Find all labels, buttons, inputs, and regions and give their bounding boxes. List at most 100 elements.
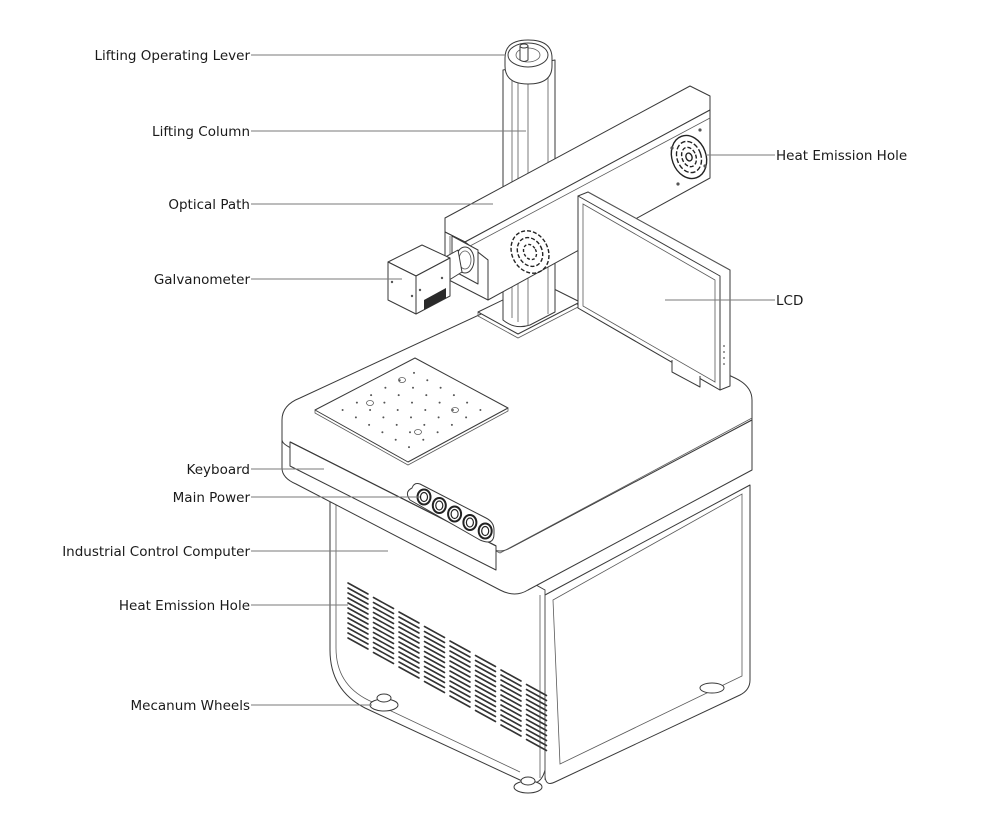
plate-hole	[437, 416, 440, 419]
plate-hole	[382, 416, 385, 419]
vent-slat	[474, 709, 497, 723]
vent-slat	[474, 664, 497, 678]
vent-slat	[372, 631, 395, 645]
vent-slat	[398, 666, 420, 679]
plate-hole	[368, 423, 371, 426]
plate-locating-hole	[398, 377, 406, 383]
vent-slat	[372, 606, 395, 620]
vent-slat	[423, 680, 446, 694]
vent-slat	[347, 637, 369, 650]
vent-slat	[398, 641, 420, 654]
honeycomb-work-plate	[314, 357, 509, 466]
plate-locating-hole	[451, 407, 459, 413]
vent-slat	[474, 669, 497, 683]
leader-lines	[251, 54, 775, 706]
plate-hole	[411, 401, 413, 404]
vent-slat	[372, 611, 395, 625]
vent-slat	[372, 601, 395, 615]
label-heat-emission-hole-lower: Heat Emission Hole	[119, 598, 250, 614]
vent-slat	[423, 670, 446, 684]
label-lifting-column: Lifting Column	[152, 124, 250, 140]
plate-hole	[394, 438, 397, 441]
vent-slat	[525, 723, 548, 737]
label-lifting-operating-lever: Lifting Operating Lever	[95, 48, 251, 64]
power-button	[447, 505, 463, 523]
plate-hole	[410, 416, 412, 419]
vent-slat	[500, 689, 522, 702]
optical-path-fan-icon	[510, 230, 550, 274]
label-keyboard: Keyboard	[187, 462, 250, 478]
vent-slat	[449, 645, 471, 658]
vent-slat	[347, 612, 369, 625]
vent-slat	[449, 640, 471, 653]
lifting-operating-lever	[504, 39, 553, 85]
work-table	[281, 291, 753, 595]
vent-slat	[372, 636, 395, 650]
plate-hole	[413, 371, 415, 374]
plate-hole	[426, 379, 429, 382]
vent-slat	[474, 679, 497, 693]
vent-slat	[398, 646, 420, 659]
vent-slat	[449, 690, 471, 703]
vent-slat	[500, 674, 522, 687]
vent-slat	[525, 738, 548, 752]
vent-slat	[347, 622, 369, 635]
vent-slat	[525, 693, 548, 707]
plate-hole	[438, 401, 441, 404]
vent-slat	[347, 582, 369, 595]
vent-slat	[525, 698, 548, 712]
vent-slat	[423, 650, 446, 664]
galvanometer	[387, 244, 451, 315]
plate-hole	[436, 431, 439, 434]
vent-slat	[474, 674, 497, 688]
vent-slat	[500, 714, 522, 727]
label-main-power: Main Power	[173, 490, 251, 506]
plate-hole	[381, 431, 384, 434]
vent-slat	[423, 675, 446, 689]
plate-hole	[355, 401, 358, 404]
vent-slat	[525, 733, 548, 747]
vent-slat	[398, 631, 420, 644]
vent-slat	[398, 621, 420, 634]
vent-slat	[449, 655, 471, 668]
vent-slat	[398, 636, 420, 649]
vent-slat	[474, 684, 497, 698]
vent-slat	[347, 632, 369, 645]
plate-hole	[370, 394, 373, 397]
vent-slat	[449, 695, 471, 708]
vent-slat	[347, 617, 369, 630]
plate-hole	[408, 446, 410, 449]
plate-hole	[398, 379, 401, 382]
plate-hole	[423, 423, 426, 426]
main-power-buttons	[416, 488, 493, 540]
vent-slat	[372, 651, 395, 665]
plate-hole	[341, 409, 344, 411]
vent-slat	[500, 724, 522, 737]
vent-slat	[474, 654, 497, 668]
vent-slat	[347, 607, 369, 620]
plate-locating-hole	[366, 400, 374, 406]
label-mecanum-wheels: Mecanum Wheels	[130, 698, 250, 714]
plate-hole	[409, 431, 411, 434]
vent-slat	[500, 704, 522, 717]
vent-slat	[449, 680, 471, 693]
vent-slat	[347, 597, 369, 610]
vent-slat	[525, 683, 548, 697]
plate-hole	[397, 394, 400, 397]
vent-slat	[398, 626, 420, 639]
vent-slat	[423, 635, 446, 649]
plate-hole	[466, 401, 469, 404]
vent-slat	[449, 685, 471, 698]
callout-labels: Lifting Operating Lever Lifting Column O…	[62, 48, 907, 714]
vent-slat	[474, 699, 497, 713]
mecanum-wheel-left	[369, 693, 399, 712]
mecanum-wheel-right	[699, 682, 725, 694]
vent-slat	[474, 694, 497, 708]
vent-slat	[347, 592, 369, 605]
vent-slat	[449, 675, 471, 688]
vent-slat	[500, 709, 522, 722]
vent-slat	[474, 659, 497, 673]
plate-hole	[439, 386, 442, 389]
vent-slat	[398, 651, 420, 664]
vent-slat	[372, 646, 395, 660]
